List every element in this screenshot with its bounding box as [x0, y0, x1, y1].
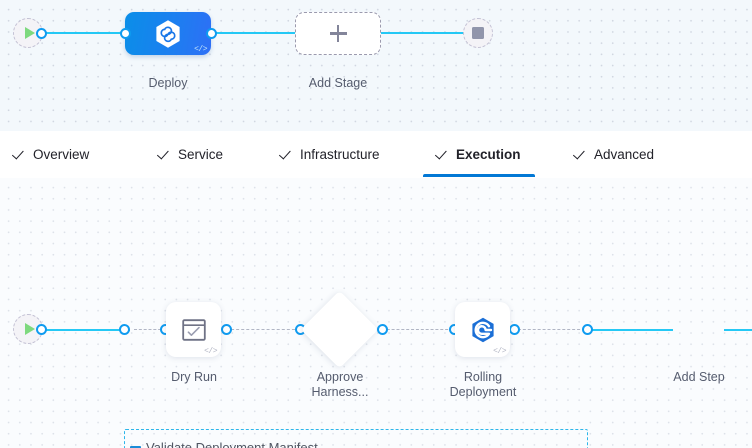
step-label-dry-run: Dry Run — [171, 370, 217, 384]
connector-start-to-deploy — [41, 32, 131, 34]
connector-addstage-to-end — [376, 32, 472, 34]
step-label-approve-harness: Approve Harness... — [311, 370, 369, 399]
stage-tab-bar: Overview Service Infrastructure Executio… — [0, 131, 752, 179]
check-icon — [575, 148, 587, 160]
stage-label-deploy: Deploy — [148, 76, 188, 90]
connector-group-to-addstep — [588, 329, 673, 331]
step-node-rolling-deployment[interactable]: </> — [455, 302, 510, 357]
connector-group-in-to-dryrun — [134, 329, 166, 330]
stage-canvas[interactable]: </> Deploy Add Stage — [0, 0, 752, 131]
tab-service[interactable]: Service — [159, 131, 223, 177]
rolling-deployment-icon — [471, 317, 494, 342]
connector-dryrun-to-approve — [226, 329, 300, 330]
tab-execution[interactable]: Execution — [423, 131, 535, 177]
connector-deploy-to-addstage — [206, 32, 301, 34]
tab-advanced[interactable]: Advanced — [575, 131, 654, 177]
tab-label: Service — [178, 146, 224, 162]
connector-start-to-group — [41, 329, 130, 331]
step-node-dry-run[interactable]: </> — [166, 302, 221, 357]
port-start-out[interactable] — [36, 27, 47, 39]
add-step-label: Add Step — [673, 370, 725, 384]
tab-overview[interactable]: Overview — [14, 131, 89, 177]
step-group-header[interactable]: Validate Deployment Manifest — [130, 440, 318, 448]
code-tag: </> — [493, 347, 506, 356]
connector-addstep-out — [724, 329, 752, 331]
stop-icon — [472, 27, 484, 39]
port-dryrun-out[interactable] — [221, 324, 232, 335]
code-tag: </> — [194, 45, 207, 54]
code-tag: </> — [204, 347, 217, 356]
plus-icon — [329, 25, 347, 42]
step-group-validate-deployment-manifest[interactable] — [124, 429, 588, 448]
step-label-rolling-deployment: Rolling Deployment — [449, 370, 517, 399]
tab-label: Execution — [456, 146, 521, 162]
canvas-dot-grid — [0, 178, 752, 448]
connector-rolling-to-group-out — [513, 329, 585, 330]
dry-run-checkbox-icon — [181, 318, 206, 341]
execution-canvas[interactable]: Validate Deployment Manifest </> Dry Run — [0, 178, 752, 448]
check-icon — [437, 148, 449, 160]
tab-label: Overview — [33, 146, 90, 162]
add-stage-label: Add Stage — [308, 76, 368, 90]
check-icon — [14, 148, 26, 160]
pipeline-end-node[interactable] — [463, 18, 493, 48]
stage-node-deploy[interactable]: </> — [125, 12, 211, 55]
play-icon — [24, 27, 35, 39]
check-icon — [281, 148, 293, 160]
port-group-out[interactable] — [582, 324, 593, 335]
port-exec-start-out[interactable] — [36, 324, 47, 335]
check-icon — [159, 148, 171, 160]
add-stage-button[interactable] — [295, 12, 381, 55]
port-deploy-in[interactable] — [120, 27, 131, 39]
port-approve-out[interactable] — [377, 324, 388, 335]
play-icon — [24, 323, 35, 335]
tab-infrastructure[interactable]: Infrastructure — [281, 131, 380, 177]
active-tab-underline — [423, 174, 535, 177]
port-deploy-out[interactable] — [206, 27, 217, 39]
step-group-label: Validate Deployment Manifest — [146, 440, 318, 448]
tab-label: Infrastructure — [300, 146, 380, 162]
port-group-in[interactable] — [119, 324, 130, 335]
port-rolling-out[interactable] — [509, 324, 520, 335]
collapse-dash-icon[interactable] — [130, 446, 141, 448]
tab-label: Advanced — [594, 146, 655, 162]
harness-hexagon-icon — [156, 19, 180, 48]
connector-approve-to-rolling — [377, 329, 453, 330]
